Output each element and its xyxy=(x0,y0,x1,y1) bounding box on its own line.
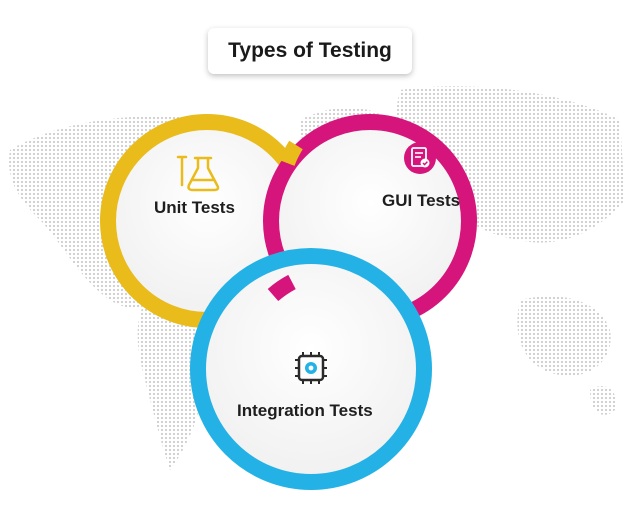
unit-tests-label: Unit Tests xyxy=(154,198,235,217)
unit-ring-overlap xyxy=(279,140,303,167)
gui-ring-overlap xyxy=(267,274,296,302)
checklist-icon xyxy=(404,142,436,174)
gui-tests-label: GUI Tests xyxy=(382,191,461,210)
page-title: Types of Testing xyxy=(208,28,412,74)
integration-tests-label: Integration Tests xyxy=(237,401,373,420)
gear-chip-icon xyxy=(295,352,327,384)
flask-icon xyxy=(176,155,220,192)
